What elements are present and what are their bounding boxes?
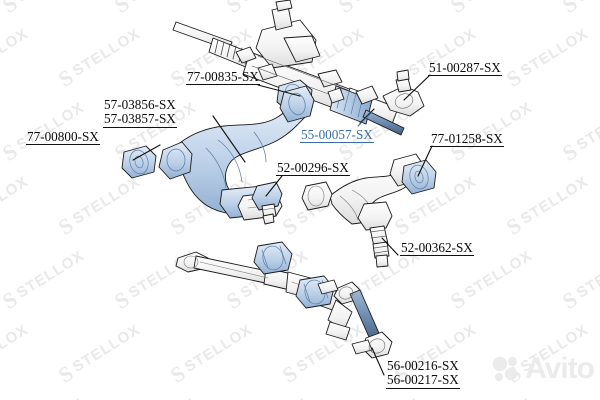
callout-line: 51-00287-SX (428, 60, 502, 77)
callout-77-00800-sx: 77-00800-SX (26, 129, 100, 146)
avito-wordmark: Avito (525, 352, 595, 385)
avito-logo-icon (492, 356, 518, 381)
callout-line: 55-00057-SX (300, 127, 374, 144)
callout-line: 77-00800-SX (26, 129, 100, 146)
callout-line: 52-00362-SX (400, 240, 474, 257)
callout-line: 56-00217-SX (386, 372, 460, 389)
callout-77-00835-sx: 77-00835-SX (186, 69, 260, 86)
callout-52-00296-sx: 52-00296-SX (276, 160, 350, 177)
callout-77-01258-sx: 77-01258-SX (430, 131, 504, 148)
callout-line: 56-00216-SX (387, 358, 459, 373)
callout-line: 77-00835-SX (186, 69, 260, 86)
avito-watermark: Avito (491, 352, 595, 386)
callout-line: 77-01258-SX (430, 131, 504, 148)
callout-line: 57-03856-SX (104, 97, 176, 112)
callout-52-00362-sx: 52-00362-SX (400, 240, 474, 257)
callout-line: 52-00296-SX (276, 160, 350, 177)
callout-51-00287-sx: 51-00287-SX (428, 60, 502, 77)
callout-55-00057-sx: 55-00057-SX (300, 127, 374, 144)
callout-line: 57-03857-SX (103, 111, 177, 128)
